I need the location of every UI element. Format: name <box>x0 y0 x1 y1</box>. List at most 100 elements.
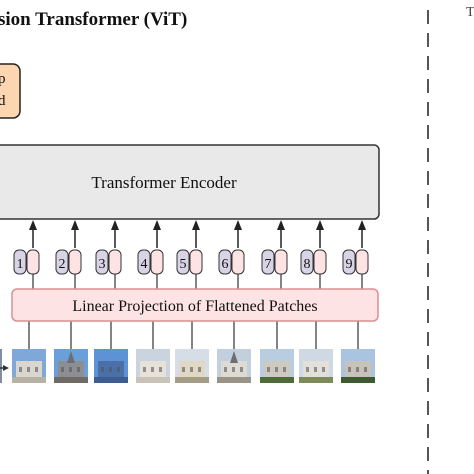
linear-projection: Linear Projection of Flattened Patches <box>11 288 379 322</box>
position-embedding-token <box>55 249 69 275</box>
patch-embedding-token <box>274 249 288 275</box>
token-pair: 9 <box>342 220 369 349</box>
patch-window <box>151 367 154 372</box>
image-patch <box>12 349 46 383</box>
token-pair: 7 <box>261 220 288 349</box>
image-patch-partial <box>0 349 2 383</box>
patch-ground <box>94 377 128 383</box>
position-embedding-token <box>261 249 275 275</box>
position-embedding-token <box>137 249 151 275</box>
patch-window <box>77 367 80 372</box>
token-pair: 3 <box>95 220 122 349</box>
arrow-head-icon <box>29 220 37 230</box>
patch-ground <box>54 377 88 383</box>
patch-window <box>27 367 30 372</box>
class-embedding-box: p d <box>0 63 21 119</box>
patch-window <box>267 367 270 372</box>
token-pair: 4 <box>137 220 164 349</box>
patch-sky <box>0 349 2 383</box>
image-patch <box>341 349 375 383</box>
transformer-encoder: Transformer Encoder <box>0 144 380 220</box>
diagram-title: sion Transformer (ViT) <box>0 9 187 30</box>
patch-window <box>159 367 162 372</box>
patch-ground <box>341 377 375 383</box>
image-patch <box>175 349 209 383</box>
patch-number: 7 <box>265 257 272 272</box>
patch-number: 8 <box>304 257 311 272</box>
patch-embedding-token <box>313 249 327 275</box>
patch-ground <box>136 377 170 383</box>
image-patch <box>94 349 128 383</box>
patch-window <box>198 367 201 372</box>
patch-ground <box>260 377 294 383</box>
right-edge-text: T <box>466 5 474 20</box>
patch-window <box>117 367 120 372</box>
arrow-head-icon <box>192 220 200 230</box>
patch-tower <box>230 351 238 363</box>
patch-window <box>182 367 185 372</box>
patch-number: 1 <box>17 257 24 272</box>
class-box-text-bottom: d <box>0 93 6 109</box>
patch-number: 6 <box>222 257 229 272</box>
patch-window <box>35 367 38 372</box>
position-embedding-token <box>300 249 314 275</box>
arrow-head-icon <box>358 220 366 230</box>
projection-label: Linear Projection of Flattened Patches <box>72 298 317 315</box>
patch-window <box>101 367 104 372</box>
patch-window <box>356 367 359 372</box>
patch-window <box>364 367 367 372</box>
patch-window <box>314 367 317 372</box>
patch-ground <box>12 377 46 383</box>
patch-embedding-token <box>26 249 40 275</box>
image-patch <box>260 349 294 383</box>
arrow-head-icon <box>277 220 285 230</box>
image-patch <box>54 349 88 383</box>
patch-embedding-token <box>108 249 122 275</box>
patch-window <box>348 367 351 372</box>
patch-window <box>275 367 278 372</box>
position-embedding-token <box>13 249 27 275</box>
position-embedding-token <box>176 249 190 275</box>
patch-window <box>306 367 309 372</box>
position-embedding-token <box>342 249 356 275</box>
token-pair: 5 <box>176 220 203 349</box>
arrow-head-icon <box>111 220 119 230</box>
patch-ground <box>299 377 333 383</box>
patch-window <box>69 367 72 372</box>
patch-window <box>283 367 286 372</box>
position-embedding-token <box>95 249 109 275</box>
patch-embedding-token <box>68 249 82 275</box>
position-embedding-token <box>218 249 232 275</box>
patch-ground <box>175 377 209 383</box>
patch-number: 9 <box>346 257 353 272</box>
patch-window <box>190 367 193 372</box>
arrow-head-icon <box>234 220 242 230</box>
patch-layer <box>0 349 375 383</box>
patch-embedding-token <box>150 249 164 275</box>
patch-embedding-token <box>231 249 245 275</box>
token-pair: 8 <box>300 220 327 349</box>
image-patch <box>136 349 170 383</box>
token-pair: 6 <box>218 220 245 349</box>
patch-number: 4 <box>141 257 148 272</box>
input-arrow <box>0 365 9 371</box>
patch-window <box>61 367 64 372</box>
class-box-text-top: p <box>0 71 6 87</box>
encoder-label: Transformer Encoder <box>91 173 237 192</box>
patch-window <box>322 367 325 372</box>
arrow-head-icon <box>71 220 79 230</box>
patch-window <box>240 367 243 372</box>
patch-window <box>109 367 112 372</box>
patch-number: 2 <box>59 257 66 272</box>
patch-number: 3 <box>99 257 106 272</box>
patch-embedding-token <box>189 249 203 275</box>
token-layer: 1 2 3 4 5 6 7 8 9 <box>13 220 369 349</box>
patch-window <box>224 367 227 372</box>
patch-number: 5 <box>180 257 187 272</box>
patch-window <box>143 367 146 372</box>
token-pair: 1 <box>13 220 40 349</box>
patch-window <box>232 367 235 372</box>
patch-window <box>19 367 22 372</box>
arrow-head-icon <box>316 220 324 230</box>
image-patch <box>217 349 251 383</box>
